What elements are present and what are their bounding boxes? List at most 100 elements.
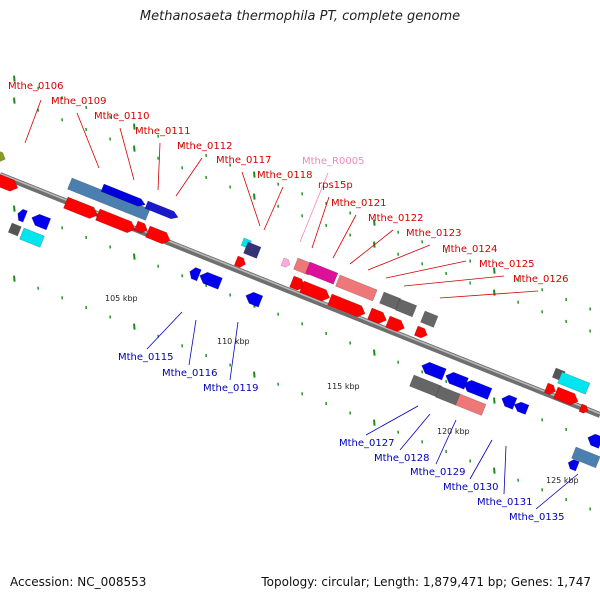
- accession-text: Accession: NC_008553: [10, 575, 147, 589]
- label-leader-line: [439, 290, 539, 299]
- label-leader-line: [365, 405, 419, 436]
- forward-gene-label: Mthe_0110: [94, 111, 150, 122]
- tick-mark: [13, 97, 16, 104]
- forward-gene-label: Mthe_0109: [51, 96, 107, 107]
- label-leader-line: [76, 112, 100, 169]
- gene-feature: [543, 382, 556, 395]
- scale-label: 115 kbp: [327, 382, 360, 391]
- forward-gene-label: rps15p: [318, 180, 353, 191]
- gene-features: [0, 149, 600, 472]
- gene-feature: [553, 386, 579, 406]
- reverse-gene-label: Mthe_0130: [443, 482, 499, 493]
- gene-feature: [455, 393, 487, 416]
- gene-feature: [0, 171, 19, 192]
- gene-feature: [299, 280, 331, 302]
- label-leader-line: [403, 275, 505, 287]
- forward-gene-label: Mthe_0106: [8, 81, 64, 92]
- reverse-gene-label: Mthe_0128: [374, 453, 430, 464]
- tick-mark: [133, 145, 136, 152]
- gene-feature: [335, 274, 378, 302]
- label-leader-line: [535, 473, 579, 510]
- gene-feature: [445, 371, 469, 390]
- label-leader-line: [119, 127, 135, 181]
- gene-feature: [145, 225, 171, 245]
- tick-mark: [253, 171, 256, 178]
- reverse-gene-label: Mthe_0135: [509, 512, 565, 523]
- label-leader-line: [241, 171, 261, 227]
- forward-gene-label: Mthe_R0005: [302, 156, 364, 167]
- gene-feature: [63, 196, 98, 219]
- label-leader-line: [399, 413, 431, 451]
- label-leader-line: [311, 196, 330, 249]
- gene-feature: [19, 227, 45, 248]
- tick-mark: [373, 349, 376, 356]
- tick-mark: [253, 193, 256, 200]
- tick-mark: [133, 123, 136, 130]
- gene-feature: [327, 293, 366, 318]
- gene-feature: [199, 271, 223, 290]
- label-leader-line: [503, 445, 507, 495]
- reverse-gene-label: Mthe_0131: [477, 497, 533, 508]
- gene-feature: [395, 298, 418, 318]
- forward-gene-label: Mthe_0123: [406, 228, 462, 239]
- reverse-gene-label: Mthe_0119: [203, 383, 259, 394]
- scale-label: 120 kbp: [437, 427, 470, 436]
- reverse-gene-label: Mthe_0116: [162, 368, 218, 379]
- scale-labels: 105 kbp 110 kbp 115 kbp 120 kbp 125 kbp: [105, 294, 579, 485]
- gene-labels: Mthe_0106Mthe_0109Mthe_0110Mthe_0111Mthe…: [8, 81, 579, 523]
- forward-gene-label: Mthe_0122: [368, 213, 424, 224]
- gene-feature: [100, 183, 146, 207]
- gene-feature: [95, 208, 136, 234]
- gene-feature: [501, 394, 518, 410]
- label-leader-line: [469, 439, 493, 480]
- label-leader-line: [367, 244, 431, 271]
- gene-feature: [587, 433, 600, 449]
- forward-gene-label: Mthe_0121: [331, 198, 387, 209]
- gene-feature: [189, 267, 202, 282]
- tick-mark: [493, 397, 496, 404]
- gene-feature: [7, 222, 22, 237]
- gene-feature: [144, 200, 179, 220]
- forward-gene-label: Mthe_0118: [257, 170, 313, 181]
- forward-gene-label: Mthe_0125: [479, 259, 535, 270]
- genome-stats-text: Topology: circular; Length: 1,879,471 bp…: [261, 575, 591, 589]
- gene-feature: [567, 459, 580, 472]
- scale-label: 105 kbp: [105, 294, 138, 303]
- reverse-gene-label: Mthe_0115: [118, 352, 174, 363]
- label-leader-line: [385, 260, 467, 279]
- gene-feature: [513, 401, 530, 415]
- gene-feature: [0, 149, 6, 163]
- scale-label: 110 kbp: [217, 337, 250, 346]
- tick-mark: [133, 323, 136, 330]
- gene-feature: [245, 291, 264, 308]
- forward-gene-label: Mthe_0111: [135, 126, 191, 137]
- gene-feature: [385, 315, 405, 332]
- reverse-gene-label: Mthe_0129: [410, 467, 466, 478]
- gene-feature: [420, 310, 439, 328]
- forward-gene-label: Mthe_0126: [513, 274, 569, 285]
- label-leader-line: [349, 229, 394, 265]
- label-leader-line: [24, 99, 42, 144]
- label-leader-line: [299, 172, 329, 243]
- reverse-gene-label: Mthe_0127: [339, 438, 395, 449]
- gene-feature: [463, 379, 493, 400]
- label-leader-line: [157, 142, 161, 191]
- tick-mark: [253, 371, 256, 378]
- gene-feature: [31, 213, 52, 231]
- map-title: Methanosaeta thermophila PT, complete ge…: [139, 9, 461, 24]
- scale-label: 125 kbp: [546, 476, 579, 485]
- tick-mark: [493, 467, 496, 474]
- gene-feature: [17, 208, 28, 223]
- gene-feature: [305, 261, 339, 285]
- gene-feature: [243, 241, 262, 259]
- label-leader-line: [175, 157, 203, 197]
- label-leader-line: [146, 311, 183, 350]
- tick-mark: [373, 419, 376, 426]
- gene-feature: [280, 257, 291, 268]
- tick-mark: [493, 289, 496, 296]
- gene-feature: [421, 361, 447, 381]
- gene-feature: [133, 220, 148, 234]
- label-leader-line: [263, 186, 284, 231]
